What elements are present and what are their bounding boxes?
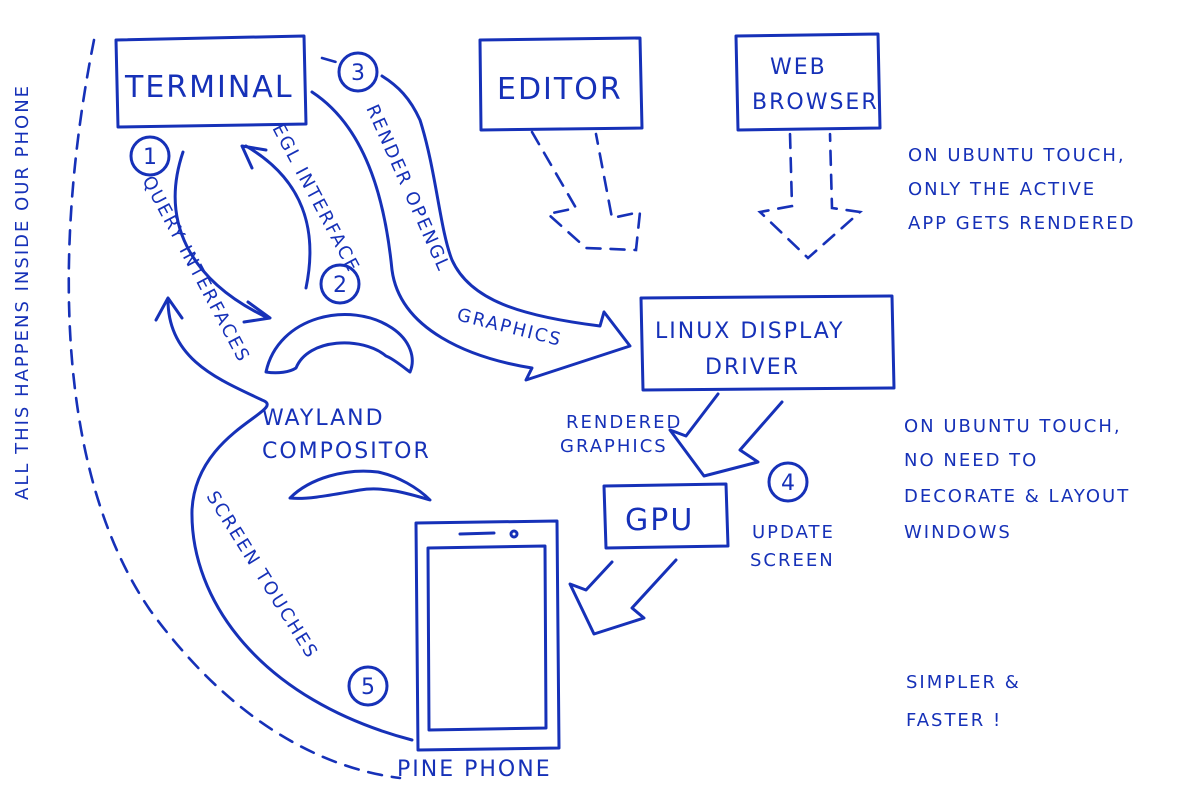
wayland-compositor: WAYLAND COMPOSITOR — [262, 313, 432, 502]
compositor-label-line2: COMPOSITOR — [262, 439, 431, 464]
rendered-graphics-label-line1: RENDERED — [566, 412, 682, 433]
note-active-app: ON UBUNTU TOUCH, ONLY THE ACTIVE APP GET… — [908, 145, 1136, 234]
note2-line4: WINDOWS — [904, 522, 1012, 543]
phone-boundary-bracket: ALL THIS HAPPENS INSIDE OUR PHONE — [12, 38, 402, 780]
editor-box: EDITOR — [478, 36, 644, 132]
screen-touches-arrow — [166, 298, 414, 742]
note1-line1: ON UBUNTU TOUCH, — [908, 145, 1126, 166]
step-5: 5 SCREEN TOUCHES — [154, 296, 414, 742]
note2-line1: ON UBUNTU TOUCH, — [904, 416, 1122, 437]
update-screen-arrow — [568, 558, 678, 636]
note-decorate-layout: ON UBUNTU TOUCH, NO NEED TO DECORATE & L… — [904, 416, 1130, 543]
step-2-circle — [319, 263, 361, 305]
web-browser-label-line2: BROWSER — [752, 90, 879, 115]
note1-line3: APP GETS RENDERED — [908, 213, 1136, 234]
phone-label: PINE PHONE — [397, 757, 552, 782]
note1-line2: ONLY THE ACTIVE — [908, 179, 1096, 200]
step-1-label: QUERY INTERFACES — [138, 172, 254, 366]
web-browser-box: WEB BROWSER — [734, 32, 882, 132]
step-1-circle — [129, 135, 171, 177]
step-1-number: 1 — [143, 145, 159, 170]
step-4-label-line1: UPDATE — [752, 522, 835, 543]
pinephone-device: PINE PHONE — [397, 519, 561, 782]
step-5-label: SCREEN TOUCHES — [202, 488, 322, 663]
rendered-graphics-arrow: RENDERED GRAPHICS — [560, 392, 784, 478]
egl-arrow — [244, 144, 312, 290]
graphics-label: GRAPHICS — [455, 304, 565, 350]
gpu-box: GPU — [602, 482, 730, 550]
query-arrow — [173, 150, 270, 320]
step-3-number: 3 — [351, 61, 367, 86]
terminal-box: TERMINAL — [114, 34, 308, 129]
step-5-number: 5 — [361, 675, 377, 700]
step-5-circle — [347, 665, 389, 707]
display-driver-label-line1: LINUX DISPLAY — [655, 319, 845, 344]
note3-line1: SIMPLER & — [906, 672, 1021, 693]
terminal-label: TERMINAL — [124, 70, 294, 105]
rendered-graphics-label-line2: GRAPHICS — [560, 436, 668, 457]
step-4: 4 UPDATE SCREEN — [568, 461, 835, 636]
web-browser-label-line1: WEB — [770, 55, 827, 80]
step-3-circle — [337, 51, 379, 93]
step-4-label-line2: SCREEN — [750, 550, 835, 571]
render-opengl-arrow — [310, 74, 632, 382]
step-2-number: 2 — [333, 273, 349, 298]
step-4-circle — [767, 461, 809, 503]
editor-label: EDITOR — [497, 72, 623, 107]
step-2: 2 EGL INTERFACE — [240, 120, 364, 305]
editor-dashed-arrow — [530, 130, 642, 252]
step-4-number: 4 — [781, 471, 797, 496]
linux-display-driver-box: LINUX DISPLAY DRIVER — [639, 294, 896, 392]
note2-line3: DECORATE & LAYOUT — [904, 486, 1130, 507]
gpu-label: GPU — [625, 503, 694, 538]
side-caption: ALL THIS HAPPENS INSIDE OUR PHONE — [12, 84, 33, 500]
note3-line2: FASTER ! — [906, 710, 1002, 731]
note2-line2: NO NEED TO — [904, 450, 1038, 471]
note-simpler-faster: SIMPLER & FASTER ! — [906, 672, 1021, 731]
compositor-label-line1: WAYLAND — [262, 406, 385, 431]
display-driver-label-line2: DRIVER — [705, 355, 800, 380]
step-1: 1 QUERY INTERFACES — [129, 135, 272, 366]
browser-dashed-arrow — [757, 132, 863, 260]
step-2-label: EGL INTERFACE — [268, 120, 364, 276]
